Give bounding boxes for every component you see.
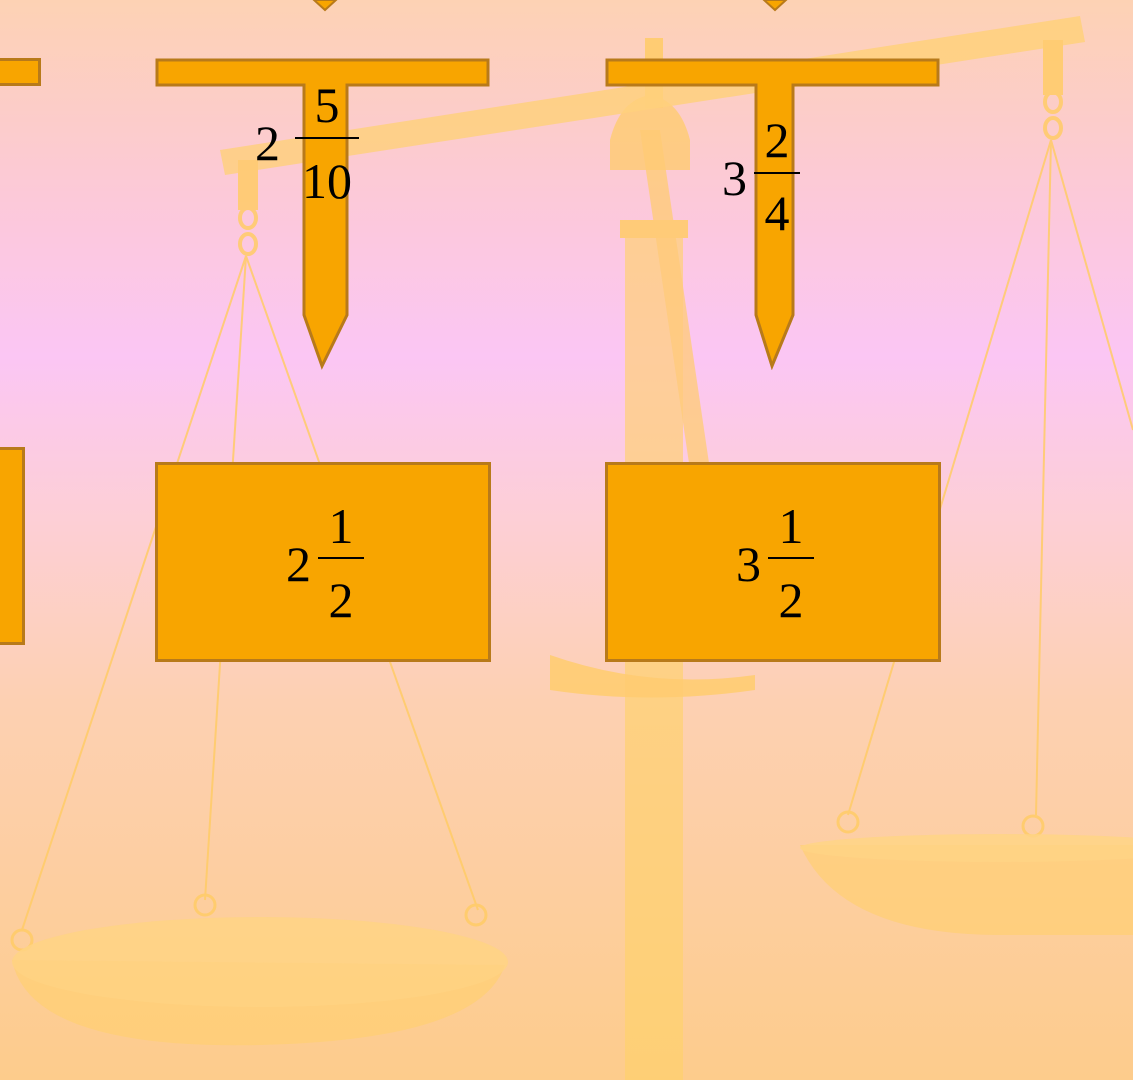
weight-card-left[interactable]: 2 1 2 [155,462,491,662]
fraction-denominator: 2 [778,572,804,628]
weight-card-right-fraction: 3 1 2 [736,497,826,637]
weight-card-right[interactable]: 3 1 2 [605,462,941,662]
fraction-numerator: 1 [328,498,354,554]
pointer-left[interactable] [155,58,491,370]
fraction-numerator: 5 [314,77,340,133]
partial-weight-card [0,447,25,645]
fraction-denominator: 2 [328,572,354,628]
fraction-bar [754,172,800,174]
fraction-whole: 3 [722,150,747,206]
partial-pointer-bar [0,58,41,86]
fraction-bar [295,137,359,139]
pointer-left-fraction: 2 5 10 [255,80,365,210]
pointer-right[interactable] [605,58,941,370]
fraction-whole: 2 [255,115,280,171]
fraction-bar [318,557,364,559]
fraction-numerator: 2 [764,112,790,168]
fraction-whole: 3 [736,536,761,592]
arrow-tip-left [312,0,338,12]
weight-card-left-fraction: 2 1 2 [286,497,376,637]
fraction-numerator: 1 [778,498,804,554]
fraction-denominator: 4 [764,185,790,241]
fraction-whole: 2 [286,536,311,592]
fraction-bar [768,557,814,559]
pointer-right-fraction: 3 2 4 [722,115,812,245]
fraction-denominator: 10 [302,153,352,209]
arrow-tip-right [762,0,788,12]
